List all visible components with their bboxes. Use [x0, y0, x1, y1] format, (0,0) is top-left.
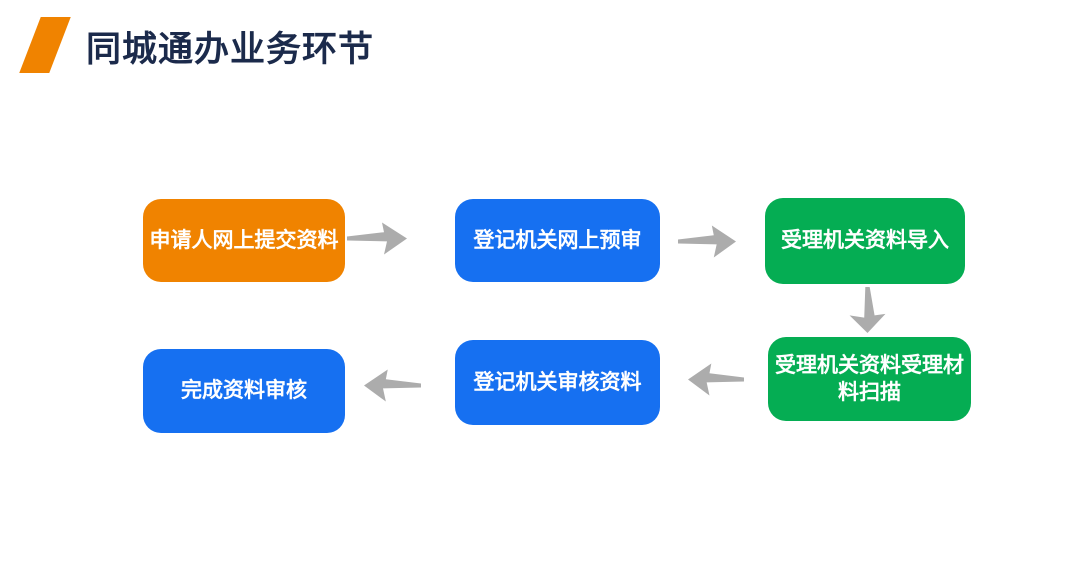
flow-node-applicant-submit: 申请人网上提交资料	[143, 199, 345, 282]
page-title: 同城通办业务环节	[86, 30, 375, 69]
arrow-right-icon	[678, 225, 736, 258]
flow-node-review-materials: 登记机关审核资料	[455, 340, 660, 425]
header-slash-icon	[19, 17, 71, 73]
flow-node-material-import: 受理机关资料导入	[765, 198, 965, 284]
flow-node-material-scan: 受理机关资料受理材料扫描	[768, 337, 971, 421]
arrow-left-icon	[364, 369, 421, 402]
arrow-down-icon	[849, 287, 886, 333]
arrow-right-icon	[347, 222, 407, 255]
arrow-left-icon	[688, 363, 744, 396]
flow-node-review-complete: 完成资料审核	[143, 349, 345, 433]
flow-node-online-preaudit: 登记机关网上预审	[455, 199, 660, 282]
